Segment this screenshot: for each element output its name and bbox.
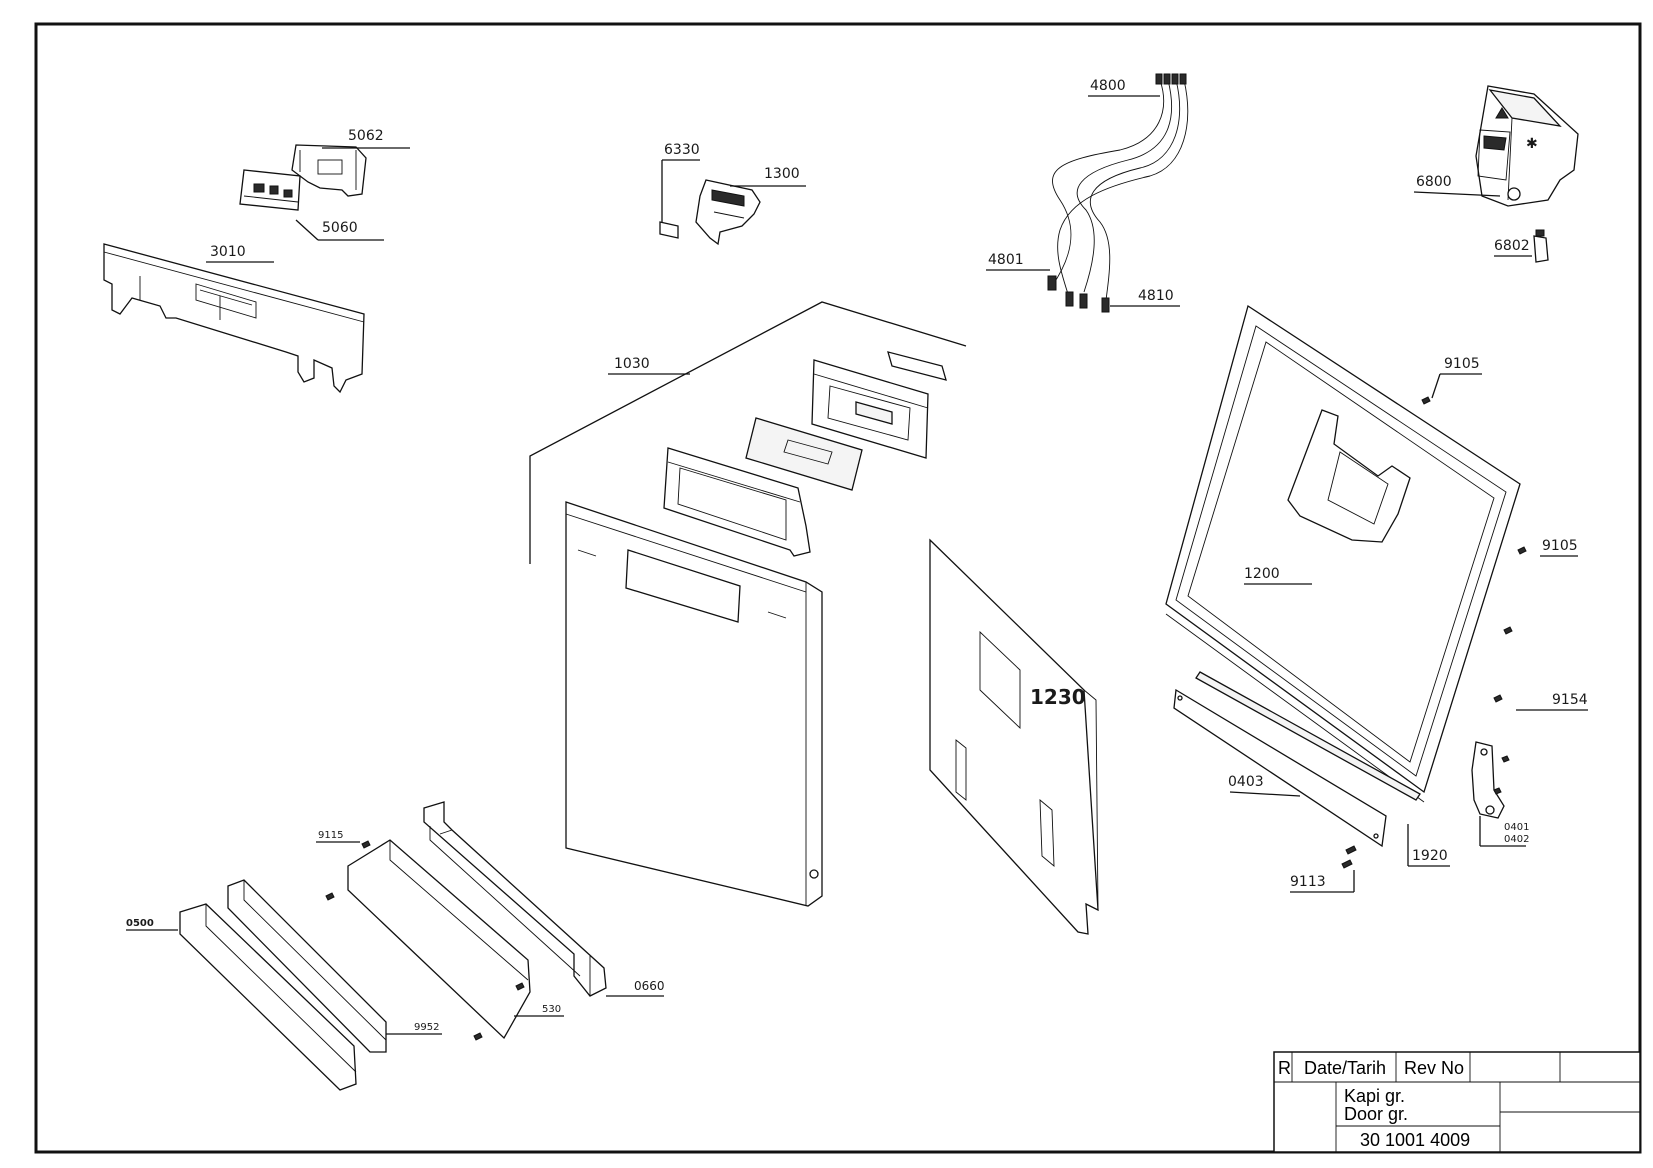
screw-group-right <box>1421 396 1527 703</box>
label-4810: 4810 <box>1138 288 1174 304</box>
part-1300-door-lock <box>695 179 761 246</box>
part-0401-hinge <box>1471 741 1510 819</box>
label-6800: 6800 <box>1416 174 1452 190</box>
part-530-plinth-bracket <box>325 839 531 1041</box>
label-0401: 0401 <box>1504 822 1529 833</box>
part-0403-seal <box>1195 671 1421 801</box>
part-9113-screws <box>1341 845 1357 869</box>
part-0500-plinth-front <box>179 903 357 1091</box>
label-9952: 9952 <box>414 1022 439 1033</box>
part-3010-control-frame <box>103 243 365 394</box>
title-block-name-tr: Kapi gr. <box>1344 1086 1405 1106</box>
snowflake-icon: ✱ <box>1526 136 1538 152</box>
label-0660: 0660 <box>634 979 665 993</box>
part-6330-strike <box>659 221 679 239</box>
part-9952-plinth-strip <box>227 879 387 1053</box>
label-530: 530 <box>542 1004 561 1015</box>
part-0660-plinth-rear <box>423 801 607 997</box>
label-9105-side: 9105 <box>1542 538 1578 554</box>
part-display-clip <box>887 351 947 381</box>
label-5062: 5062 <box>348 128 384 144</box>
part-1200-inner-door <box>1165 304 1521 803</box>
title-block-name-en: Door gr. <box>1344 1104 1408 1124</box>
label-1300: 1300 <box>764 166 800 182</box>
label-5060: 5060 <box>322 220 358 236</box>
drawing-frame <box>34 22 1642 1154</box>
part-1920-plinth-rail <box>1173 688 1387 848</box>
part-display-bracket-lower <box>663 447 811 557</box>
part-1230-inner-panel <box>929 538 1099 935</box>
group-1030-outline <box>529 301 967 564</box>
label-0402: 0402 <box>1504 834 1529 845</box>
label-1920: 1920 <box>1412 848 1448 864</box>
part-5060-board <box>239 169 301 211</box>
title-block-rev-header: R <box>1278 1058 1291 1078</box>
part-outer-door-panel <box>565 501 823 907</box>
label-1200: 1200 <box>1244 566 1280 582</box>
label-6330: 6330 <box>664 142 700 158</box>
title-block-revno-header: Rev No <box>1404 1058 1464 1078</box>
label-1030: 1030 <box>614 356 650 372</box>
label-9113: 9113 <box>1290 874 1326 890</box>
label-1230: 1230 <box>1030 685 1086 709</box>
label-9154: 9154 <box>1552 692 1588 708</box>
label-6802: 6802 <box>1494 238 1530 254</box>
part-4800-cable-harness <box>1047 73 1189 313</box>
label-0403: 0403 <box>1228 774 1264 790</box>
label-0500: 0500 <box>126 918 154 929</box>
title-block <box>1273 1051 1641 1153</box>
label-9105-top: 9105 <box>1444 356 1480 372</box>
part-5062-card <box>291 144 367 197</box>
label-3010: 3010 <box>210 244 246 260</box>
title-block-drawing-number: 30 1001 4009 <box>1360 1130 1470 1150</box>
part-6802-valve <box>1533 229 1549 263</box>
label-4801: 4801 <box>988 252 1024 268</box>
part-display-bracket-upper <box>811 359 929 459</box>
label-9115: 9115 <box>318 830 343 841</box>
part-6800-dispenser: ✱ <box>1475 85 1579 207</box>
label-4800: 4800 <box>1090 78 1126 94</box>
part-display-window <box>745 417 863 491</box>
title-block-date-header: Date/Tarih <box>1304 1058 1386 1078</box>
